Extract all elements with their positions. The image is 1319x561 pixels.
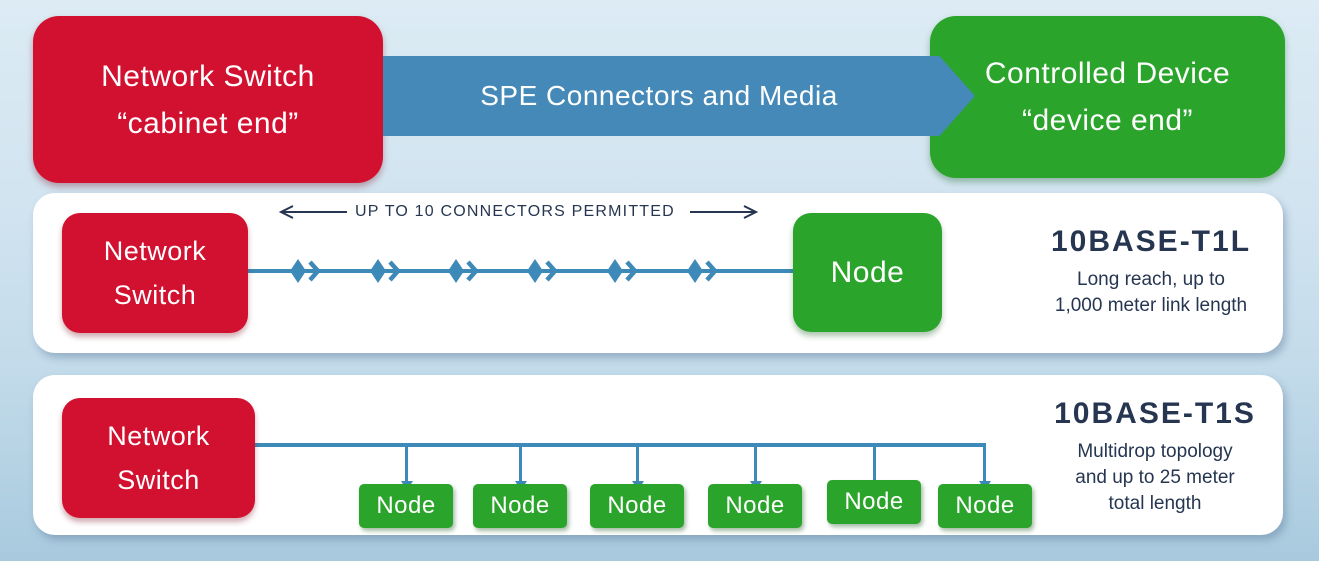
drop-line	[514, 445, 527, 490]
t1l-panel: Network Switch UP TO 10 CONNECTORS PERMI…	[33, 193, 1283, 353]
t1l-switch-line1: Network	[103, 236, 207, 266]
t1s-switch-line2: Switch	[117, 465, 200, 495]
t1s-description: 10BASE-T1S Multidrop topology and up to …	[1015, 397, 1295, 517]
arrow-left-icon	[278, 205, 347, 219]
t1s-subtitle-1: Multidrop topology	[1077, 441, 1233, 462]
connector-icon	[448, 259, 478, 283]
connectors-permitted-label: UP TO 10 CONNECTORS PERMITTED	[355, 203, 675, 220]
t1s-network-switch-box: Network Switch	[62, 398, 255, 518]
t1s-node-box: Node	[590, 484, 684, 528]
drop-line	[631, 445, 644, 490]
cabinet-box-subtitle: “cabinet end”	[117, 106, 299, 140]
connector-icon	[290, 259, 320, 283]
t1s-subtitle-2: and up to 25 meter	[1075, 467, 1235, 488]
t1s-node-box: Node	[938, 484, 1032, 528]
device-box-title: Controlled Device	[984, 57, 1231, 90]
t1l-title: 10BASE-T1L	[1050, 225, 1252, 258]
t1s-panel: Network Switch Node Node Node Node Node …	[33, 375, 1283, 535]
drop-line	[978, 443, 991, 490]
spe-media-arrow: SPE Connectors and Media	[383, 56, 975, 136]
t1s-node-box: Node	[708, 484, 802, 528]
t1s-node-box: Node	[359, 484, 453, 528]
spe-media-arrow-label: SPE Connectors and Media	[480, 80, 838, 111]
drop-line	[868, 445, 881, 490]
connector-icon	[527, 259, 557, 283]
connector-icon	[687, 259, 717, 283]
t1l-subtitle-2: 1,000 meter link length	[1054, 295, 1248, 316]
cabinet-box-title: Network Switch	[101, 59, 315, 93]
t1s-node-box: Node	[473, 484, 567, 528]
device-box-subtitle: “device end”	[1021, 104, 1194, 137]
network-switch-cabinet-box: Network Switch “cabinet end”	[33, 16, 383, 183]
t1l-subtitle-1: Long reach, up to	[1077, 269, 1225, 290]
arrow-right-icon	[690, 205, 759, 219]
t1l-network-switch-box: Network Switch	[62, 213, 248, 333]
connector-icon	[607, 259, 637, 283]
t1l-description: 10BASE-T1L Long reach, up to 1,000 meter…	[1011, 225, 1291, 319]
t1s-trunk-line	[255, 443, 985, 447]
t1s-node-box: Node	[827, 480, 921, 524]
t1l-node-box: Node	[793, 213, 942, 332]
connector-icon	[370, 259, 400, 283]
drop-line	[749, 445, 762, 490]
t1l-switch-line2: Switch	[113, 280, 197, 310]
controlled-device-box: Controlled Device “device end”	[930, 16, 1285, 178]
drop-line	[400, 445, 413, 490]
t1s-switch-line1: Network	[107, 421, 210, 451]
t1s-subtitle-3: total length	[1108, 493, 1202, 514]
t1l-link-line	[248, 269, 793, 273]
t1s-title: 10BASE-T1S	[1054, 397, 1256, 430]
